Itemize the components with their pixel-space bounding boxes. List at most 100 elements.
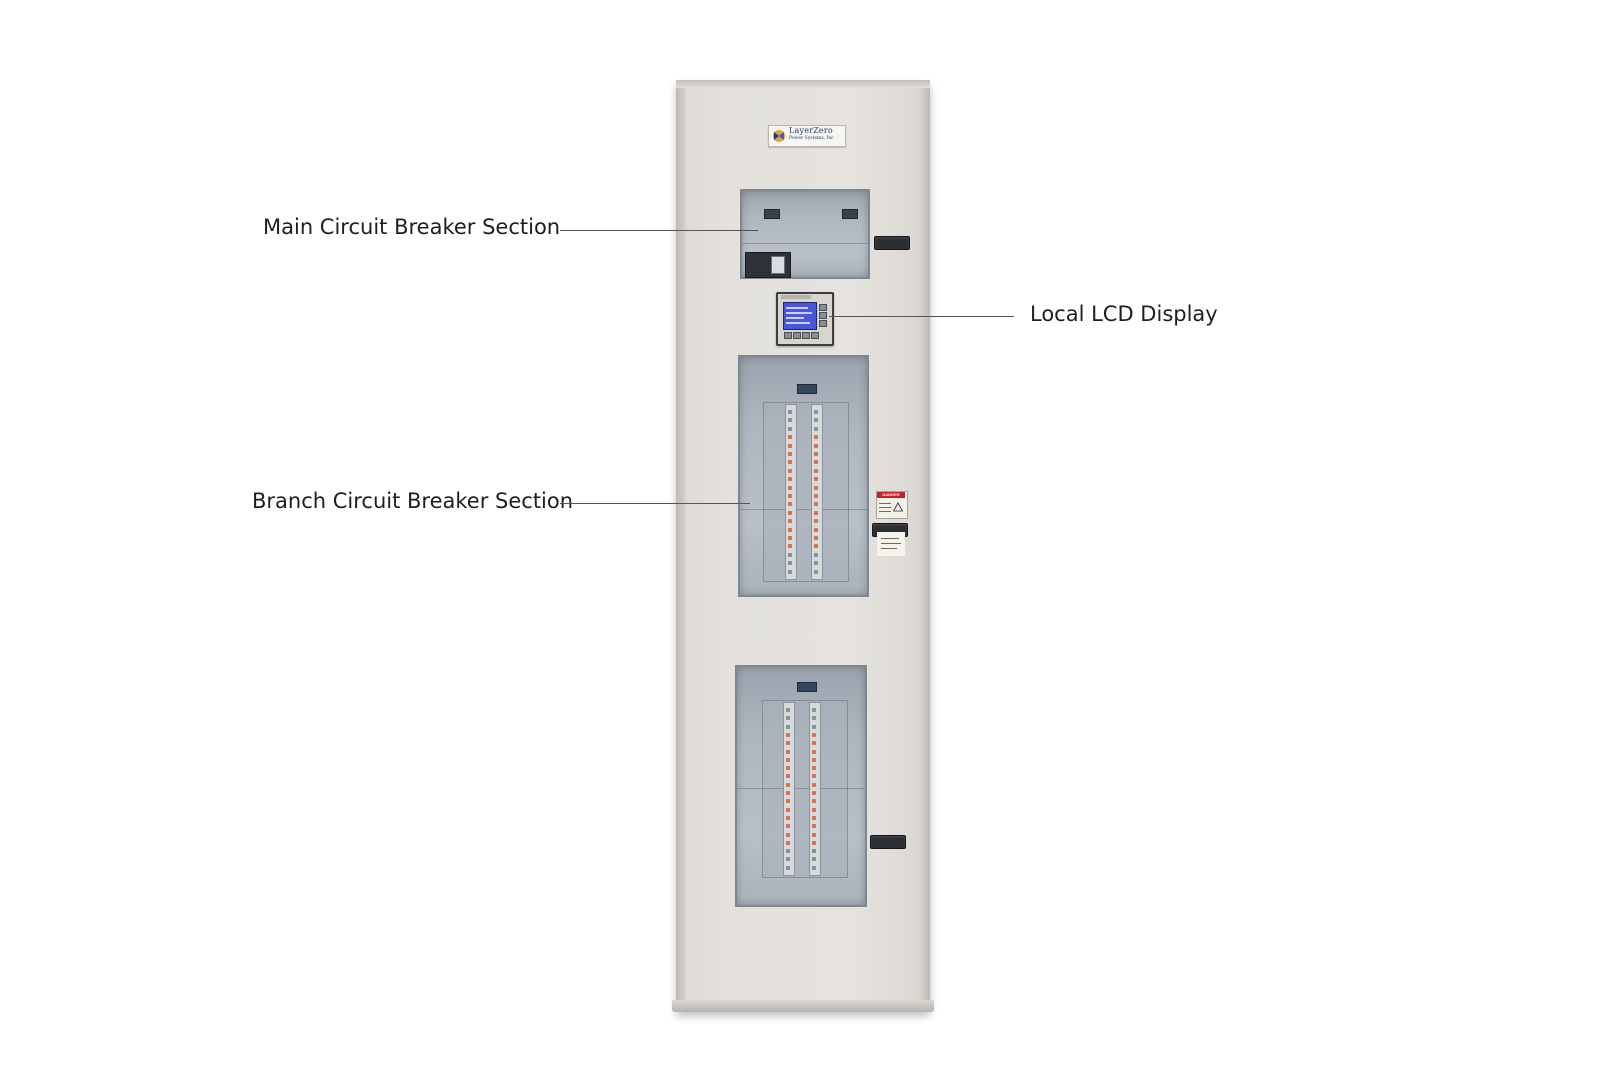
breaker-pole-marker [788,410,792,414]
breaker-pole-marker [812,741,816,746]
lcd-screen-line [786,322,810,324]
breaker-pole-marker [812,815,816,820]
lcd-side-button [819,320,827,327]
breaker-pole-marker [814,552,818,557]
breaker-pole-marker [812,774,816,779]
danger-label-header [877,492,905,498]
lcd-screen-line [786,307,808,309]
breaker-pole-marker [788,452,792,456]
breaker-pole-marker [788,519,792,524]
brand-logo-icon [773,130,785,142]
breaker-pole-marker [814,443,818,448]
breaker-pole-marker [812,757,816,762]
lcd-display-header [781,295,811,299]
lcd-display-screen [783,302,817,330]
callout-line-branch-breaker [560,503,750,504]
breaker-pole-marker [788,544,792,549]
breaker-pole-marker [814,494,818,498]
breaker-pole-marker [786,824,790,829]
breaker-pole-marker [786,840,790,845]
breaker-pole-marker [788,443,792,448]
breaker-pole-marker [814,485,818,490]
breaker-pole-marker [788,426,792,431]
breaker-pole-marker [812,766,816,771]
breaker-pole-marker [786,799,790,804]
breaker-pole-marker [786,741,790,746]
breaker-pole-marker [786,815,790,820]
breaker-pole-marker [786,749,790,754]
cabinet-top-edge [676,80,930,88]
lcd-screen-line [786,312,812,314]
breaker-pole-marker [814,452,818,456]
breaker-pole-marker [788,569,792,574]
breaker-pole-marker [786,766,790,771]
breaker-pole-marker [814,569,818,574]
breaker-pole-marker [786,708,790,712]
breaker-pole-marker [788,552,792,557]
breaker-pole-marker [812,849,816,854]
breaker-pole-marker [788,477,792,482]
breaker-pole-marker [788,536,792,540]
breaker-pole-marker [812,732,816,737]
branch-window-2-divider [737,788,865,789]
main-window-divider [742,243,868,244]
breaker-pole-marker [814,544,818,549]
breaker-pole-marker [812,865,816,870]
breaker-pole-marker [788,527,792,532]
breaker-pole-marker [814,519,818,524]
callout-label-main-breaker: Main Circuit Breaker Section [263,215,561,239]
breaker-pole-marker [814,527,818,532]
breaker-pole-marker [812,791,816,795]
breaker-pole-marker [786,757,790,762]
danger-label-fineprint [879,511,891,512]
breaker-pole-marker [814,460,818,465]
lcd-screen-line [786,317,804,319]
cabinet-right-edge [920,80,930,1010]
lcd-side-button [819,312,827,319]
callout-line-main-breaker [560,230,758,231]
danger-label-fineprint [879,507,891,508]
breaker-pole-marker [814,561,818,566]
breaker-pole-marker [788,435,792,440]
breaker-pole-marker [786,807,790,812]
contact-info-label [877,532,905,556]
callout-line-lcd-display [829,316,1014,317]
breaker-pole-marker [786,724,790,729]
cabinet-left-edge [676,80,686,1010]
breaker-pole-marker [788,485,792,490]
breaker-pole-marker [812,857,816,862]
breaker-pole-marker [786,791,790,795]
breaker-pole-marker [814,536,818,540]
breaker-pole-marker [812,716,816,721]
cabinet-base [672,1000,934,1012]
breaker-pole-marker [788,460,792,465]
breaker-pole-marker [788,468,792,473]
breaker-pole-marker [788,502,792,507]
breaker-pole-marker [812,824,816,829]
branch-window-1-divider [740,509,867,510]
main-breaker-handle [771,256,785,274]
lcd-bottom-button [793,332,801,339]
breaker-pole-marker [812,782,816,787]
breaker-pole-marker [814,502,818,507]
breaker-pole-marker [788,494,792,498]
breaker-pole-marker [786,849,790,854]
callout-label-lcd-display: Local LCD Display [1030,302,1218,326]
breaker-pole-marker [788,510,792,515]
door-handle-top [874,236,910,250]
breaker-pole-marker [786,832,790,837]
breaker-pole-marker [812,749,816,754]
breaker-pole-marker [814,435,818,440]
breaker-pole-marker [814,510,818,515]
breaker-pole-marker [788,561,792,566]
info-label-fineprint [881,538,899,539]
breaker-pole-marker [812,807,816,812]
lcd-side-button [819,304,827,311]
breaker-pole-marker [788,418,792,423]
main-breaker-tag-left [764,209,780,219]
lcd-bottom-button [784,332,792,339]
brand-logo-plate: LayerZero Power Systems, Inc [768,125,846,147]
door-handle-bottom [870,835,906,849]
breaker-pole-marker [786,857,790,862]
